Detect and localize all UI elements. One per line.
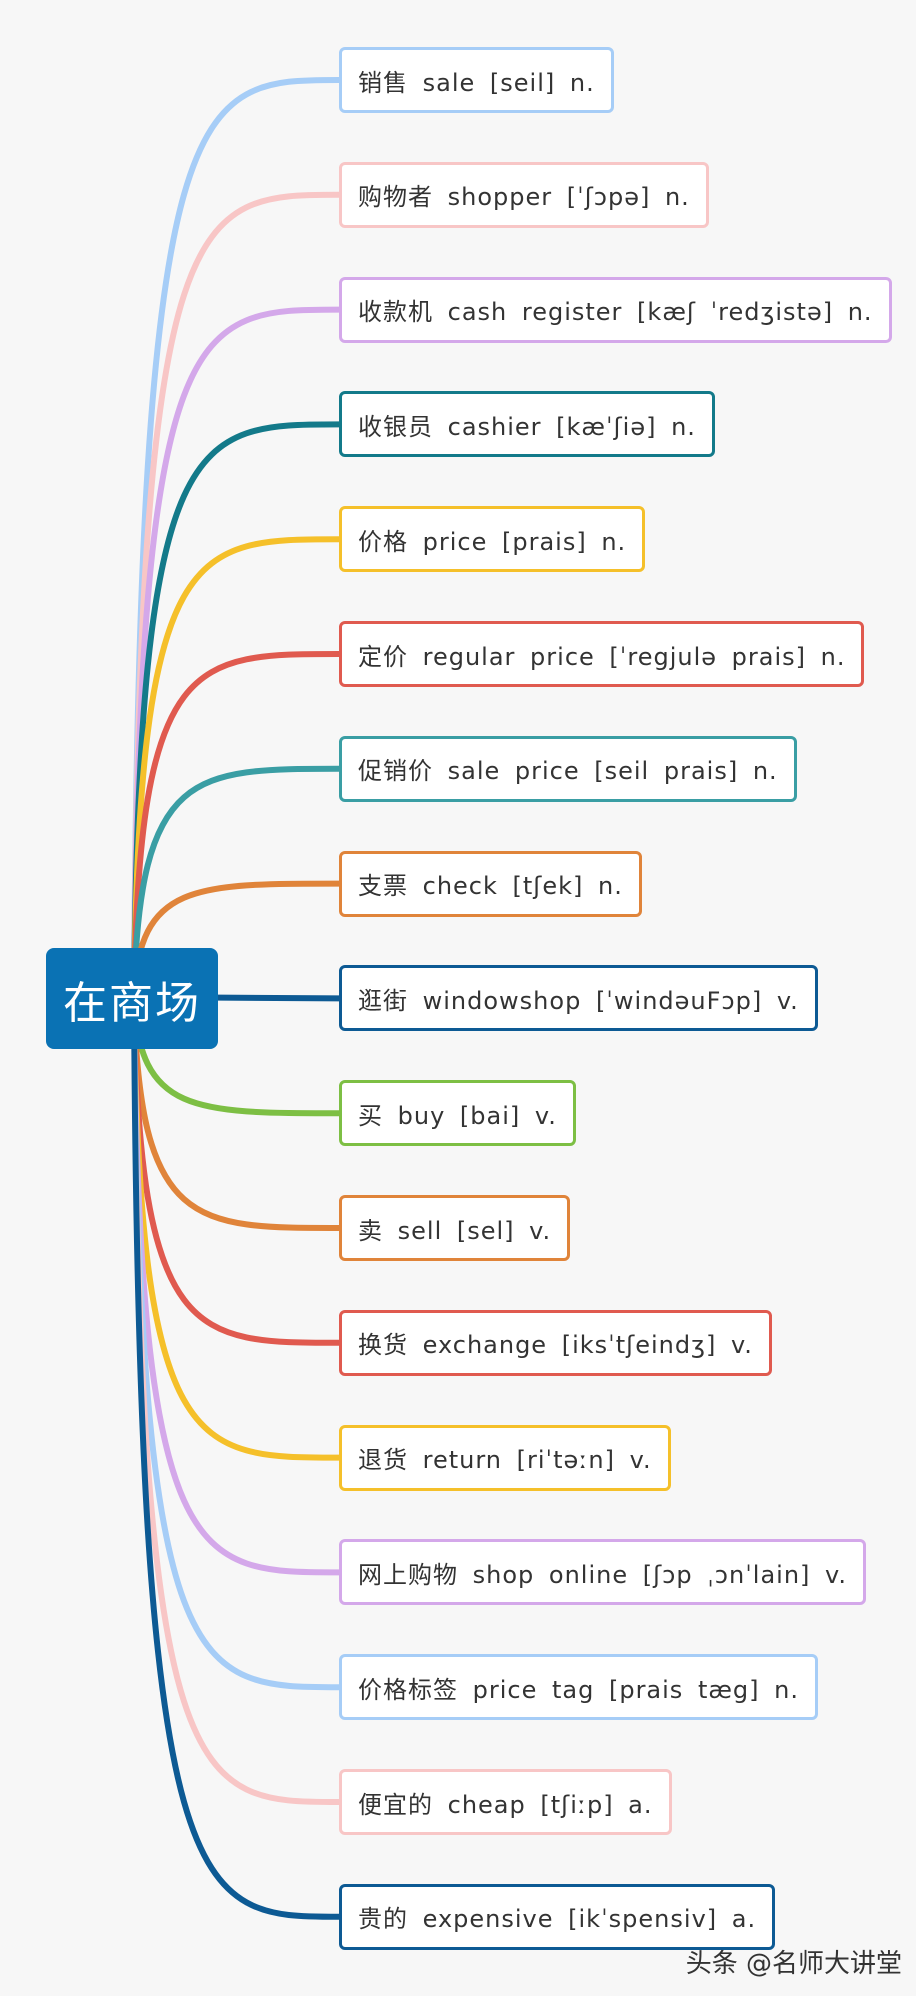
connector-line xyxy=(131,765,342,1000)
branch-node: 换货 exchange [iksˈtʃeindʒ] v. xyxy=(339,1309,772,1376)
branch-node: 价格标签 price tag [prais tæg] n. xyxy=(339,1654,818,1721)
branch-node: 逛街 windowshop [ˈwindəuFɔp] v. xyxy=(339,965,818,1032)
connector-line xyxy=(131,651,342,1000)
branch-node: 购物者 shopper [ˈʃɔpə] n. xyxy=(339,161,709,228)
connector-line xyxy=(131,421,342,1000)
branch-node: 便宜的 cheap [tʃiːp] a. xyxy=(339,1769,672,1835)
branch-node: 销售 sale [seil] n. xyxy=(339,47,614,113)
branch-node: 卖 sell [sel] v. xyxy=(339,1195,571,1261)
branch-node: 促销价 sale price [seil prais] n. xyxy=(339,735,797,802)
branch-node: 买 buy [bai] v. xyxy=(339,1080,576,1147)
branch-node: 收款机 cash register [kæʃ ˈredʒistə] n. xyxy=(339,276,892,343)
branch-node: 支票 check [tʃek] n. xyxy=(339,850,642,917)
connector-line xyxy=(131,536,342,1000)
branch-node: 退货 return [riˈtəːn] v. xyxy=(339,1424,671,1491)
connector-line xyxy=(131,994,342,1805)
connector-line xyxy=(131,191,342,1000)
branch-node: 价格 price [prais] n. xyxy=(339,506,646,573)
branch-node: 贵的 expensive [ikˈspensiv] a. xyxy=(339,1883,776,1950)
watermark: 头条 @名师大讲堂 xyxy=(685,1949,902,1979)
root-node: 在商场 xyxy=(46,948,218,1049)
branch-node: 定价 regular price [ˈregjulə prais] n. xyxy=(339,621,865,687)
branch-node: 收银员 cashier [kæˈʃiə] n. xyxy=(339,391,715,458)
branch-node: 网上购物 shop online [ʃɔp ˌɔnˈlain] v. xyxy=(339,1539,867,1606)
connector-line xyxy=(131,994,342,1920)
